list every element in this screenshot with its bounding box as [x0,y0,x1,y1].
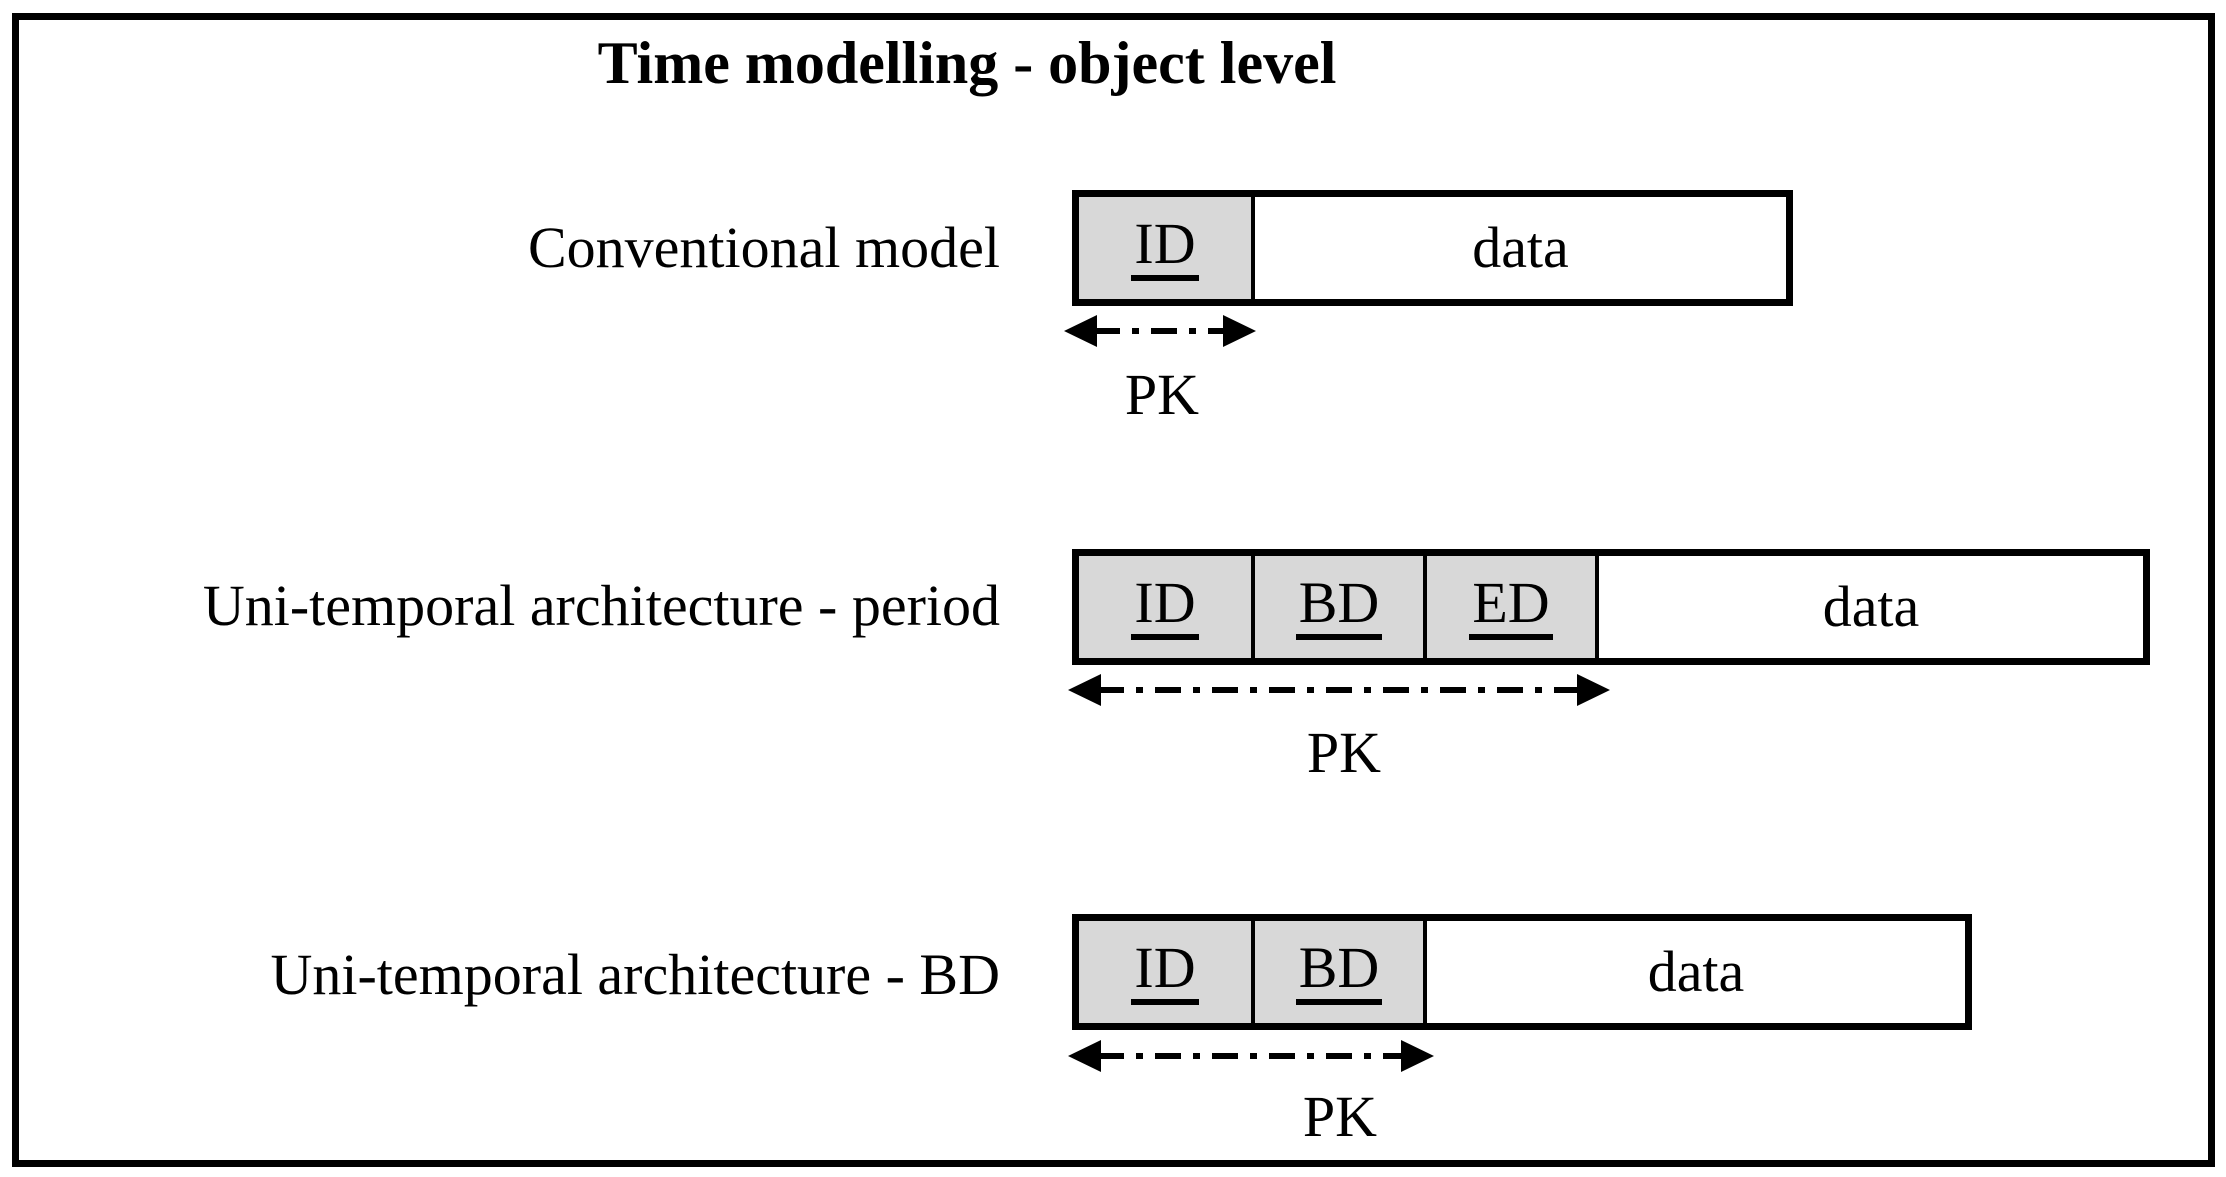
field-label-data: data [1647,939,1745,1004]
record-structure-unitemporal-bd: ID BD data [1072,914,1972,1030]
pk-label: PK [1302,1084,1378,1149]
row-label-conventional-model: Conventional model [528,215,1000,280]
record-structure-conventional: ID data [1072,190,1793,306]
field-cell-id: ID [1079,197,1251,299]
pk-range-arrow-icon [1068,1040,1434,1072]
field-cell-data: data [1251,197,1786,299]
field-label-bd: BD [1295,574,1383,640]
diagram-title: Time modelling - object level [597,30,1337,96]
field-label-id: ID [1131,939,1199,1005]
pk-label: PK [1124,362,1200,427]
field-label-id: ID [1131,215,1199,281]
field-label-data: data [1472,215,1569,280]
field-cell-data: data [1423,921,1965,1023]
record-structure-unitemporal-period: ID BD ED data [1072,549,2150,665]
field-cell-bd: BD [1251,556,1423,658]
field-cell-ed: ED [1423,556,1595,658]
field-label-ed: ED [1469,574,1553,640]
row-label-unitemporal-period: Uni-temporal architecture - period [202,573,1000,638]
field-cell-bd: BD [1251,921,1423,1023]
field-cell-id: ID [1079,921,1251,1023]
field-label-id: ID [1131,574,1199,640]
pk-label: PK [1306,720,1382,785]
field-label-data: data [1822,574,1920,639]
field-label-bd: BD [1295,939,1383,1005]
field-cell-id: ID [1079,556,1251,658]
pk-range-arrow-icon [1064,315,1256,347]
row-label-unitemporal-bd: Uni-temporal architecture - BD [270,942,1000,1007]
field-cell-data: data [1595,556,2143,658]
pk-range-arrow-icon [1068,674,1610,706]
